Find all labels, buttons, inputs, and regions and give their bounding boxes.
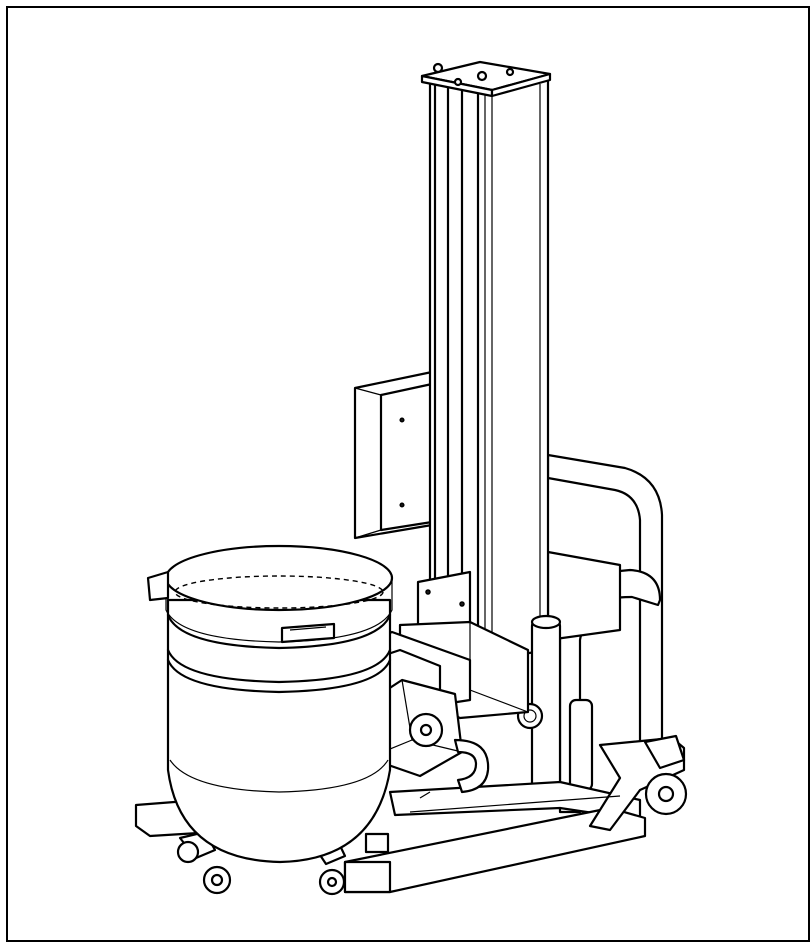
caster-rear-right xyxy=(643,734,688,816)
caster-bowl xyxy=(364,832,390,854)
control-box xyxy=(353,370,434,540)
mixing-bowl xyxy=(146,544,394,864)
mast-column xyxy=(416,60,552,662)
hydraulic-pump xyxy=(516,614,594,792)
